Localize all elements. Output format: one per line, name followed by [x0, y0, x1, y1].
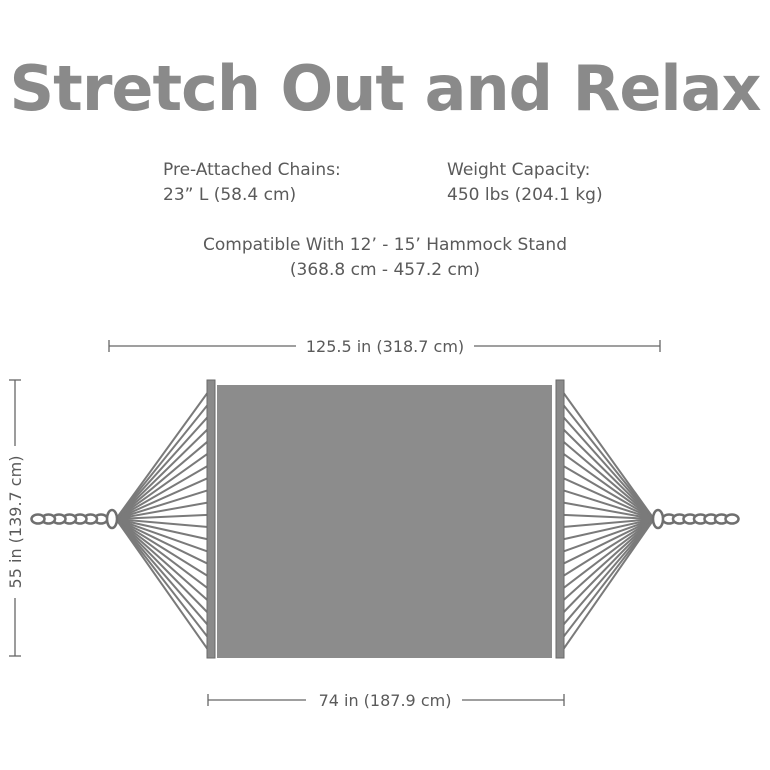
- right-string: [559, 518, 655, 605]
- left-string: [115, 518, 212, 541]
- left-string: [115, 518, 212, 529]
- overall-length-dimension: [108, 340, 661, 352]
- chains-value: 23” L (58.4 cm): [163, 185, 297, 205]
- weight-capacity-label: Weight Capacity:: [447, 160, 591, 180]
- left-spreader-bar: [206, 379, 216, 659]
- left-string: [115, 518, 212, 605]
- left-string: [115, 425, 212, 520]
- right-string: [559, 450, 655, 520]
- left-string: [115, 518, 212, 655]
- right-ring: [651, 508, 665, 530]
- right-string: [559, 463, 655, 520]
- left-ring: [105, 508, 119, 530]
- left-string: [115, 412, 212, 520]
- weight-capacity-spec: Weight Capacity: 450 lbs (204.1 kg): [447, 158, 603, 208]
- chains-spec: Pre-Attached Chains: 23” L (58.4 cm): [163, 158, 341, 208]
- left-string: [115, 518, 212, 642]
- left-string: [115, 387, 212, 520]
- right-string: [559, 488, 655, 520]
- left-string: [115, 501, 212, 520]
- right-string: [559, 518, 655, 642]
- left-string: [115, 475, 212, 520]
- right-string: [559, 387, 655, 520]
- right-string: [559, 518, 655, 630]
- width-label: 55 in (139.7 cm): [6, 456, 25, 589]
- left-string: [115, 518, 212, 617]
- right-chain-link: [724, 513, 740, 525]
- right-string: [559, 425, 655, 520]
- right-suspension-strings: [559, 387, 655, 655]
- overall-length-label: 125.5 in (318.7 cm): [306, 337, 464, 356]
- bed-length-dimension: [207, 694, 565, 706]
- bed-length-label: 74 in (187.9 cm): [319, 691, 452, 710]
- stand-compatibility-line1: Compatible With 12’ - 15’ Hammock Stand: [203, 235, 567, 255]
- left-suspension-strings: [115, 387, 212, 655]
- left-string: [115, 463, 212, 520]
- right-string: [559, 437, 655, 520]
- right-string: [559, 518, 655, 554]
- right-string: [559, 475, 655, 520]
- left-chain: [30, 513, 109, 525]
- left-string: [115, 518, 212, 567]
- right-string: [559, 518, 655, 567]
- weight-capacity-value: 450 lbs (204.1 kg): [447, 185, 603, 205]
- left-string: [115, 488, 212, 520]
- left-string: [115, 518, 212, 554]
- right-spreader-bar: [555, 379, 565, 659]
- right-string: [559, 412, 655, 520]
- right-string: [559, 513, 655, 520]
- right-string: [559, 518, 655, 529]
- right-string: [559, 518, 655, 617]
- left-string: [115, 518, 212, 630]
- right-string: [559, 518, 655, 592]
- right-string: [559, 501, 655, 520]
- left-string: [115, 518, 212, 592]
- left-string: [115, 450, 212, 520]
- stand-compatibility-line2: (368.8 cm - 457.2 cm): [289, 260, 481, 280]
- left-string: [115, 437, 212, 520]
- left-chain-link: [30, 513, 46, 525]
- right-string: [559, 518, 655, 579]
- chains-label: Pre-Attached Chains:: [163, 160, 341, 180]
- page-title: Stretch Out and Relax: [9, 52, 762, 125]
- width-dimension: [9, 379, 21, 657]
- left-string: [115, 400, 212, 520]
- hammock-bed: [217, 385, 552, 658]
- stand-compatibility-spec: Compatible With 12’ - 15’ Hammock Stand …: [0, 233, 770, 283]
- right-chain: [661, 513, 740, 525]
- right-string: [559, 518, 655, 655]
- right-string: [559, 400, 655, 520]
- right-string: [559, 518, 655, 541]
- left-string: [115, 518, 212, 579]
- left-string: [115, 513, 212, 520]
